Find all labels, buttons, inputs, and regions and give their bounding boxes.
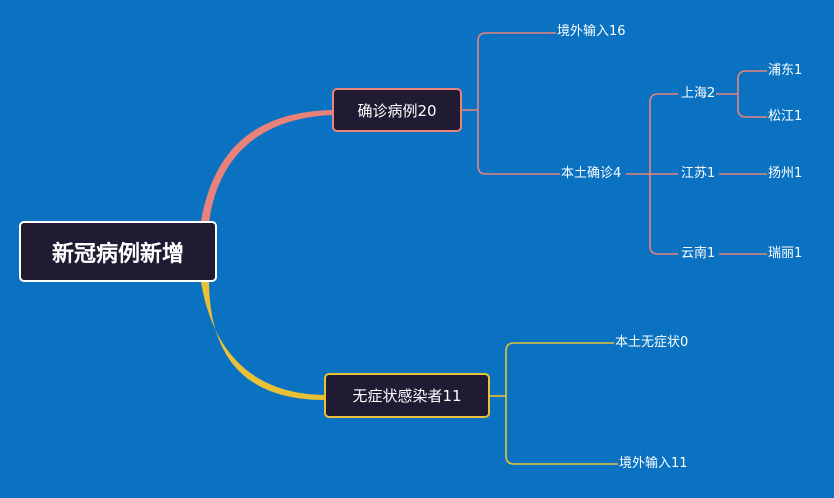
ruili-node[interactable]: 瑞丽1 — [767, 246, 804, 262]
local-confirmed-node[interactable]: 本土确诊4 — [560, 166, 623, 182]
jiangsu-node[interactable]: 江苏1 — [680, 166, 717, 182]
confirmed-links — [462, 32, 768, 255]
asymptomatic-imported-node[interactable]: 境外输入11 — [618, 456, 689, 472]
shanghai-node[interactable]: 上海2 — [680, 86, 717, 102]
asymptomatic-node[interactable]: 无症状感染者11 — [324, 373, 490, 418]
root-to-asymptomatic-link — [201, 282, 324, 400]
local-asymptomatic-node[interactable]: 本土无症状0 — [614, 335, 690, 351]
confirmed-cases-node[interactable]: 确诊病例20 — [332, 88, 462, 132]
pudong-node[interactable]: 浦东1 — [767, 63, 804, 79]
asymptomatic-links — [490, 342, 618, 465]
songjiang-node[interactable]: 松江1 — [767, 109, 804, 125]
yunnan-node[interactable]: 云南1 — [680, 246, 717, 262]
root-node[interactable]: 新冠病例新增 — [19, 221, 217, 282]
yangzhou-node[interactable]: 扬州1 — [767, 166, 804, 182]
confirmed-imported-node[interactable]: 境外输入16 — [556, 24, 627, 40]
root-to-confirmed-link — [201, 110, 332, 223]
